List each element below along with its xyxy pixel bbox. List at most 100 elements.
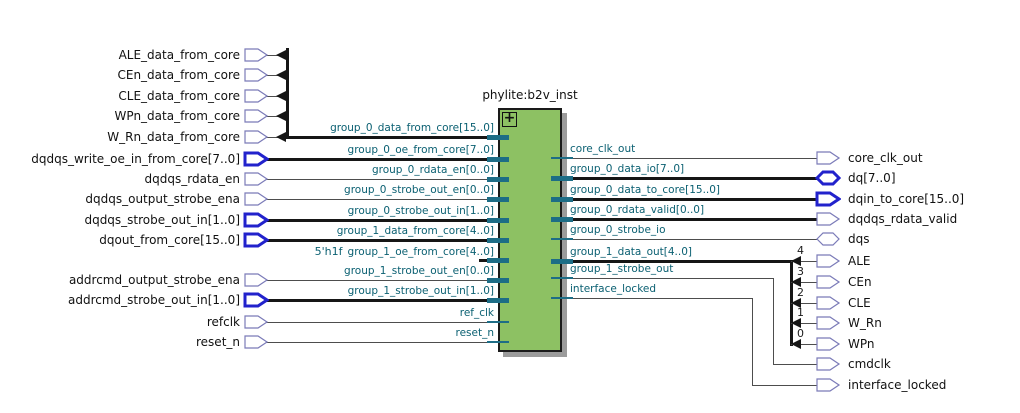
output-pin[interactable] — [815, 314, 841, 332]
bus-wire — [266, 157, 488, 161]
port-stub — [551, 157, 573, 159]
output-pin[interactable] — [815, 355, 841, 373]
output-pin[interactable] — [815, 149, 841, 167]
bus-tap-arrow-icon — [276, 50, 286, 60]
output-pin-label: CLE — [848, 296, 871, 310]
module-port-name: group_1_strobe_out_en[0..0] — [344, 265, 494, 277]
output-pin-label: core_clk_out — [848, 151, 923, 165]
output-pin-label: interface_locked — [848, 378, 947, 392]
port-stub — [487, 257, 509, 263]
module-port-name: reset_n — [455, 327, 495, 339]
net-wire — [791, 343, 818, 345]
output-pin-label: CEn — [848, 275, 872, 289]
output-pin-label: W_Rn — [848, 316, 882, 330]
bus-wire — [285, 48, 289, 139]
port-stub — [487, 176, 509, 182]
net-wire — [791, 322, 818, 324]
output-pin-label: WPn — [848, 337, 875, 351]
output-pin[interactable] — [815, 210, 841, 228]
input-pin-icon — [244, 315, 269, 329]
module-port-name: group_0_data_from_core[15..0] — [330, 122, 494, 134]
net-wire — [791, 302, 818, 304]
port-stub — [487, 196, 509, 202]
input-pin[interactable] — [243, 313, 269, 331]
input-pin-label: CLE_data_from_core — [118, 89, 240, 103]
output-pin[interactable] — [815, 190, 842, 208]
bus-tap-arrow-icon — [276, 91, 286, 101]
bus-tap-arrow-icon — [791, 339, 801, 349]
input-pin[interactable] — [243, 271, 269, 289]
input-pin-label: dqdqs_rdata_en — [144, 172, 240, 186]
output-pin[interactable] — [815, 273, 841, 291]
input-pin[interactable] — [243, 231, 270, 249]
output-pin-icon — [816, 254, 841, 268]
module-port-label: group_0_oe_from_core[7..0] — [348, 144, 494, 157]
module-port-label: group_0_rdata_en[0..0] — [372, 164, 494, 177]
bus-wire — [566, 217, 818, 221]
output-pin-icon — [816, 275, 841, 289]
module-port-name: ref_clk — [459, 307, 494, 319]
net-wire — [752, 384, 818, 386]
module-port-label: reset_n — [456, 327, 495, 340]
output-pin-label: cmdclk — [848, 357, 891, 371]
bidir-pin[interactable] — [815, 230, 841, 248]
bus-tap-arrow-icon — [276, 111, 286, 121]
module-block[interactable] — [498, 108, 562, 352]
input-pin-icon — [243, 232, 270, 248]
bus-wire — [266, 298, 488, 302]
input-pin[interactable] — [243, 128, 269, 146]
output-pin-label: dqin_to_core[15..0] — [848, 192, 965, 206]
output-pin-icon — [816, 296, 841, 310]
output-pin-label: dq[7..0] — [848, 171, 896, 185]
input-pin[interactable] — [243, 190, 269, 208]
module-port-label: group_0_data_io[7..0] — [570, 163, 685, 175]
input-pin[interactable] — [243, 87, 269, 105]
bus-tap-arrow-icon — [791, 298, 801, 308]
output-pin[interactable] — [815, 335, 841, 353]
net-wire — [773, 363, 818, 365]
output-pin[interactable] — [815, 376, 841, 394]
bit-index-label: 0 — [797, 327, 804, 340]
port-stub — [487, 341, 509, 343]
port-stub — [551, 216, 573, 222]
expand-plus-icon[interactable]: + — [502, 110, 517, 127]
input-pin-icon — [244, 89, 269, 103]
port-stub — [551, 297, 573, 299]
port-stub — [551, 196, 573, 202]
input-pin[interactable] — [243, 291, 270, 309]
bidir-pin[interactable] — [814, 169, 842, 187]
input-pin[interactable] — [243, 170, 269, 188]
input-pin-icon — [244, 192, 269, 206]
input-pin[interactable] — [243, 150, 270, 168]
bus-wire — [566, 176, 818, 180]
bus-wire — [566, 197, 818, 201]
bus-wire — [266, 238, 488, 242]
net-wire — [791, 281, 818, 283]
output-pin[interactable] — [815, 252, 841, 270]
module-port-label: group_1_data_from_core[4..0] — [337, 225, 494, 238]
net-wire — [266, 279, 488, 281]
input-pin-label: dqdqs_strobe_out_in[1..0] — [84, 213, 240, 227]
input-pin-label: dqout_from_core[15..0] — [99, 233, 240, 247]
module-port-label: group_1_data_out[4..0] — [570, 246, 693, 258]
module-port-label: group_1_strobe_out — [570, 263, 674, 275]
bus-wire — [566, 259, 793, 263]
input-pin[interactable] — [243, 107, 269, 125]
port-stub — [487, 156, 509, 162]
input-pin[interactable] — [243, 66, 269, 84]
input-pin[interactable] — [243, 211, 270, 229]
bus-wire — [285, 135, 488, 139]
input-pin-label: dqdqs_write_oe_in_from_core[7..0] — [31, 152, 240, 166]
bidir-pin-icon — [814, 170, 842, 186]
net-wire — [566, 277, 773, 279]
input-pin[interactable] — [243, 46, 269, 64]
input-pin-icon — [244, 335, 269, 349]
port-stub — [551, 258, 573, 264]
output-pin[interactable] — [815, 294, 841, 312]
net-wire — [566, 238, 818, 240]
output-pin-icon — [815, 191, 842, 207]
bus-wire — [479, 258, 488, 262]
input-pin[interactable] — [243, 333, 269, 351]
net-wire — [566, 297, 752, 299]
